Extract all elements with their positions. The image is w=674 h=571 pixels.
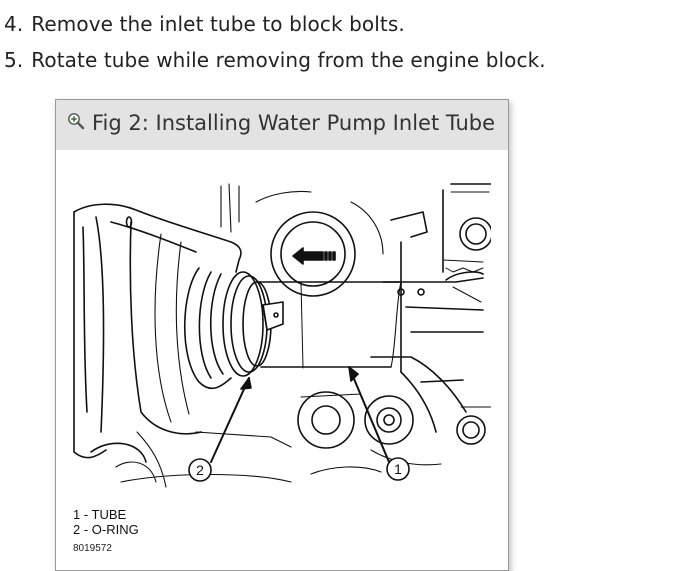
step-number: 4. bbox=[4, 12, 24, 36]
step-4: 4. Remove the inlet tube to block bolts. bbox=[4, 12, 405, 36]
figure-panel: Fig 2: Installing Water Pump Inlet Tube bbox=[55, 99, 509, 571]
step-number: 5. bbox=[4, 48, 24, 72]
figure-title: Fig 2: Installing Water Pump Inlet Tube bbox=[92, 111, 496, 135]
figure-legend: 1 - TUBE 2 - O-RING bbox=[73, 507, 139, 537]
figure-header: Fig 2: Installing Water Pump Inlet Tube bbox=[56, 100, 508, 150]
step-text: Rotate tube while removing from the engi… bbox=[31, 48, 546, 72]
legend-item: 1 - TUBE bbox=[73, 507, 127, 522]
figure-code: 8019572 bbox=[73, 543, 112, 554]
callout-1: 1 bbox=[394, 461, 402, 477]
step-text: Remove the inlet tube to block bolts. bbox=[31, 12, 405, 36]
callout-2: 2 bbox=[196, 462, 204, 478]
legend-item: 2 - O-RING bbox=[73, 522, 139, 537]
water-pump-inlet-tube-diagram[interactable]: 2 1 bbox=[71, 182, 491, 492]
step-5: 5. Rotate tube while removing from the en… bbox=[4, 48, 546, 72]
zoom-in-icon[interactable] bbox=[67, 112, 85, 130]
